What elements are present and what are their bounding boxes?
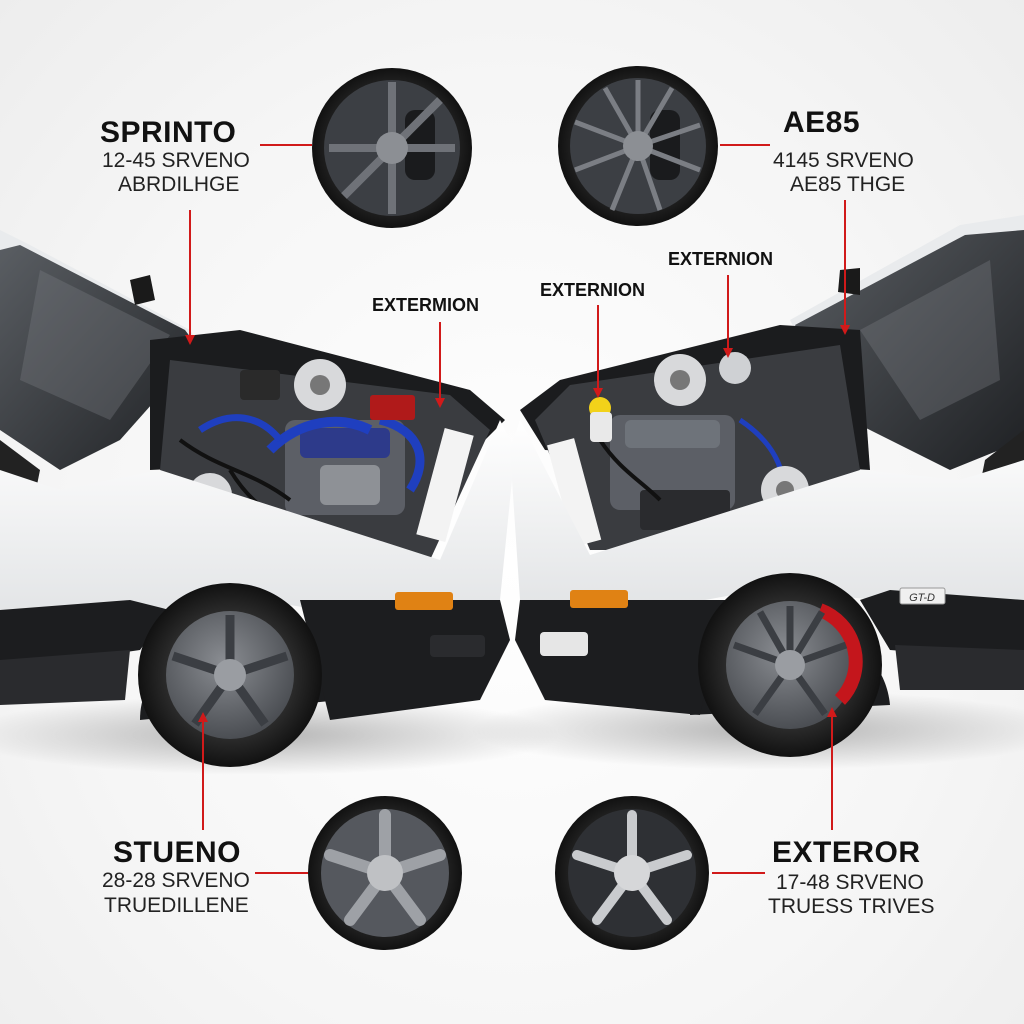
right-car-mirror xyxy=(838,268,860,295)
right-car-body-black xyxy=(860,590,1024,660)
callout-bottom-left-line2: TRUEDILLENE xyxy=(104,894,249,917)
right-car: GT-D xyxy=(510,215,1024,757)
left-car-body-black xyxy=(0,600,170,670)
right-car-badge: GT-D xyxy=(909,592,935,604)
left-car-turn-signal xyxy=(395,592,453,610)
callout-engine-center-label: EXTERNION xyxy=(540,280,646,300)
callout-top-right-line1: 4145 SRVENO xyxy=(773,149,914,172)
callout-top-right-title: AE85 xyxy=(783,106,861,139)
right-car-body-white xyxy=(510,420,1024,630)
callout-bottom-right-title: EXTEROR xyxy=(772,836,921,869)
wheel-detail-top-right xyxy=(558,66,718,226)
left-car-front-wheel xyxy=(138,583,322,767)
callout-engine-left-label: EXTERMION xyxy=(372,295,480,315)
left-car-front-bumper xyxy=(300,600,510,720)
left-car-windshield xyxy=(0,245,200,470)
callout-top-left-line2: ABRDILHGE xyxy=(118,173,240,196)
right-car-turn-signal xyxy=(570,590,628,608)
leader-arrowheads xyxy=(185,325,850,722)
left-car-mirror xyxy=(130,275,155,305)
callout-top-left-line1: 12-45 SRVENO xyxy=(102,149,250,172)
callout-engine-right-label: EXTERNION xyxy=(668,249,774,269)
callout-top-right-line2: AE85 THGE xyxy=(790,173,906,196)
callout-bottom-right-line1: 17-48 SRVENO xyxy=(776,871,924,894)
callout-bottom-left-title: STUENO xyxy=(113,836,242,869)
left-car-body-white xyxy=(0,420,515,640)
wheel-detail-bottom-left xyxy=(308,796,462,950)
right-car-front-wheel xyxy=(698,573,882,757)
callout-bottom-left-line1: 28-28 SRVENO xyxy=(102,869,250,892)
wheel-detail-bottom-right xyxy=(555,796,709,950)
leader-lines xyxy=(189,144,846,874)
wheel-detail-top-left xyxy=(312,68,472,228)
callout-top-left-title: SPRINTO xyxy=(100,116,237,149)
right-car-front-bumper xyxy=(515,600,725,715)
left-car xyxy=(0,230,515,767)
callout-bottom-right-line2: TRUESS TRIVES xyxy=(768,895,935,918)
